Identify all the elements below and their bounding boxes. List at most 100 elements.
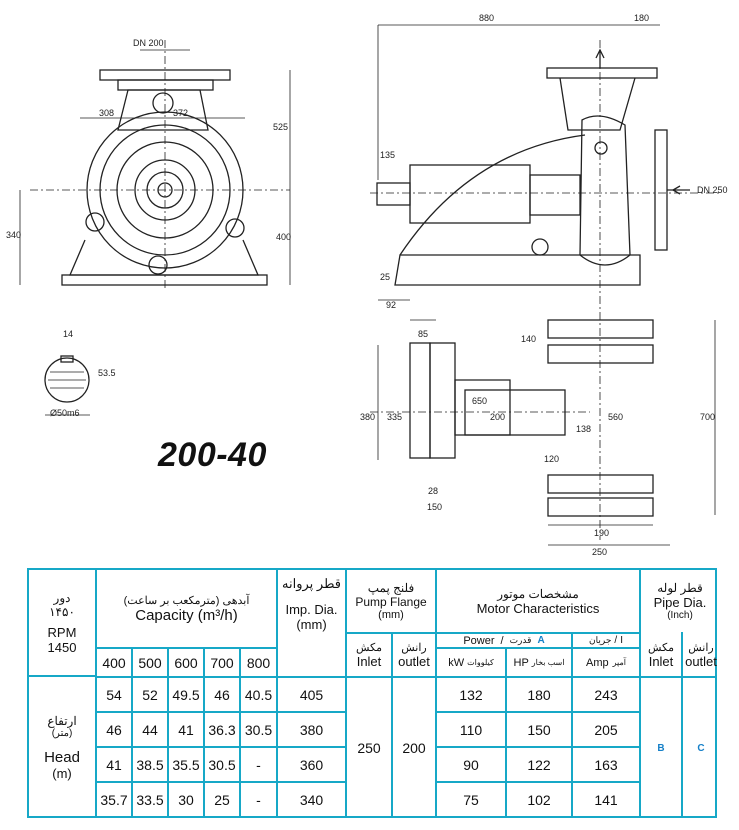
head-value: 40.5 [244,686,273,703]
current-fa: جریان [589,635,612,645]
hp-fa: اسب بخار [531,658,565,667]
dimension-label: 28 [428,486,438,496]
kw-value: 90 [463,756,479,773]
flange-inlet-label: Inlet [356,654,382,669]
dimension-label: 138 [576,424,591,434]
speed-fa-value: ۱۴۵۰ [49,604,75,619]
dimension-label: 200 [490,412,505,422]
pipe-outlet-fa: رانش [688,642,714,654]
head-value: 33.5 [136,791,164,808]
dimension-label: 25 [380,272,390,282]
hp-value: 122 [527,756,551,773]
head-value: 35.5 [172,756,200,773]
pipe-header: قطر لوله Pipe Dia. (Inch) [641,570,719,632]
imp-value: 360 [299,756,324,773]
imp-value: 380 [299,721,324,738]
dimension-label: 560 [608,412,623,422]
head-value: 38.5 [136,756,164,773]
capacity-value-700: 700 [210,654,234,671]
dimension-label: 85 [418,329,428,339]
dimension-label: Ø50m6 [50,408,80,418]
pipe-outlet-header: رانش outlet [683,634,719,676]
kw-value: 110 [459,721,483,738]
flange-inlet-value: 250 [357,740,381,756]
pipe-unit: (Inch) [667,610,693,621]
amp-label: Amp [586,656,609,669]
impeller-header: قطر پروانه Imp. Dia. (mm) [278,570,345,676]
head-value: 52 [142,686,158,703]
head-value: 41 [106,756,122,773]
kw-label: kW [448,656,465,669]
imp-value: 340 [299,791,324,808]
kw-value: 75 [463,791,479,808]
head-fa-label: ارتفاع [47,714,77,728]
dimension-label: 335 [387,412,402,422]
head-cell: ارتفاع (متر) Head (m) [29,677,95,818]
amp-header: Amp آمپر [573,649,639,676]
rpm-value: 1450 [47,639,77,655]
head-fa-unit: (متر) [51,728,73,739]
capacity-label: Capacity (m³/h) [135,606,238,624]
dimension-label: 250 [592,547,607,557]
current-symbol: I [620,635,623,646]
kw-header: kW کیلووات [437,649,505,676]
dimension-label: 700 [700,412,715,422]
capacity-header: آبدهی (مترمکعب بر ساعت) Capacity (m³/h) [97,570,276,647]
pipe-label: Pipe Dia. [653,595,707,610]
dimension-label: 53.5 [98,368,116,378]
flange-outlet-fa: رانش [401,642,427,654]
head-label: Head [44,749,80,766]
imp-value: 405 [299,686,324,703]
power-header: Power / قدرت A [463,634,545,647]
current-header: جریان / I [589,635,623,646]
dimension-label: 120 [544,454,559,464]
dimension-label: 92 [386,300,396,310]
amp-value: 141 [594,791,618,808]
dimension-label: 308 [99,108,114,118]
amp-value: 205 [594,721,618,738]
hp-value: 150 [527,721,551,738]
impeller-unit: (mm) [296,617,327,632]
head-value: 30 [178,791,194,808]
flange-outlet-value: 200 [402,740,426,756]
impeller-fa-label: قطر پروانه [282,576,341,591]
dimension-label: 150 [427,502,442,512]
dimension-label: 400 [276,232,291,242]
head-unit: (m) [52,766,72,781]
head-value: 41 [178,721,194,738]
power-label: Power [463,634,495,647]
flange-inlet-fa: مکش [356,642,382,654]
model-number: 200-40 [158,436,267,474]
dimension-label: DN 250 [697,185,728,195]
speed-fa-label: دور [53,590,71,605]
pipe-inlet-header: مکش Inlet [641,634,681,676]
head-value: 49.5 [172,686,200,703]
pipe-outlet-label: outlet [685,654,717,669]
head-value: 46 [214,686,230,703]
flange-inlet-header: مکش Inlet [347,634,391,676]
flange-unit: (mm) [378,609,404,621]
flange-header: فلنج پمپ Pump Flange (mm) [347,570,435,632]
power-symbol: A [537,635,545,646]
rpm-label: RPM [47,624,77,640]
head-value: - [256,756,261,773]
head-value: 44 [142,721,158,738]
flange-outlet-header: رانش outlet [393,634,435,676]
capacity-value-800: 800 [246,654,271,671]
dimension-label: 180 [634,13,649,23]
amp-value: 243 [594,686,618,703]
head-value: 30.5 [244,721,273,738]
amp-value: 163 [594,756,618,773]
capacity-value-600: 600 [174,654,198,671]
power-fa: قدرت [509,635,532,645]
motor-label: Motor Characteristics [476,600,600,616]
hp-value: 180 [527,686,551,703]
flange-fa-label: فلنج پمپ [367,581,415,595]
pipe-inlet-value: B [657,742,665,754]
dimension-label: 650 [472,396,487,406]
capacity-value-400: 400 [102,654,126,671]
flange-label: Pump Flange [355,595,427,609]
dimension-label: 880 [479,13,494,23]
head-value: 30.5 [208,756,236,773]
